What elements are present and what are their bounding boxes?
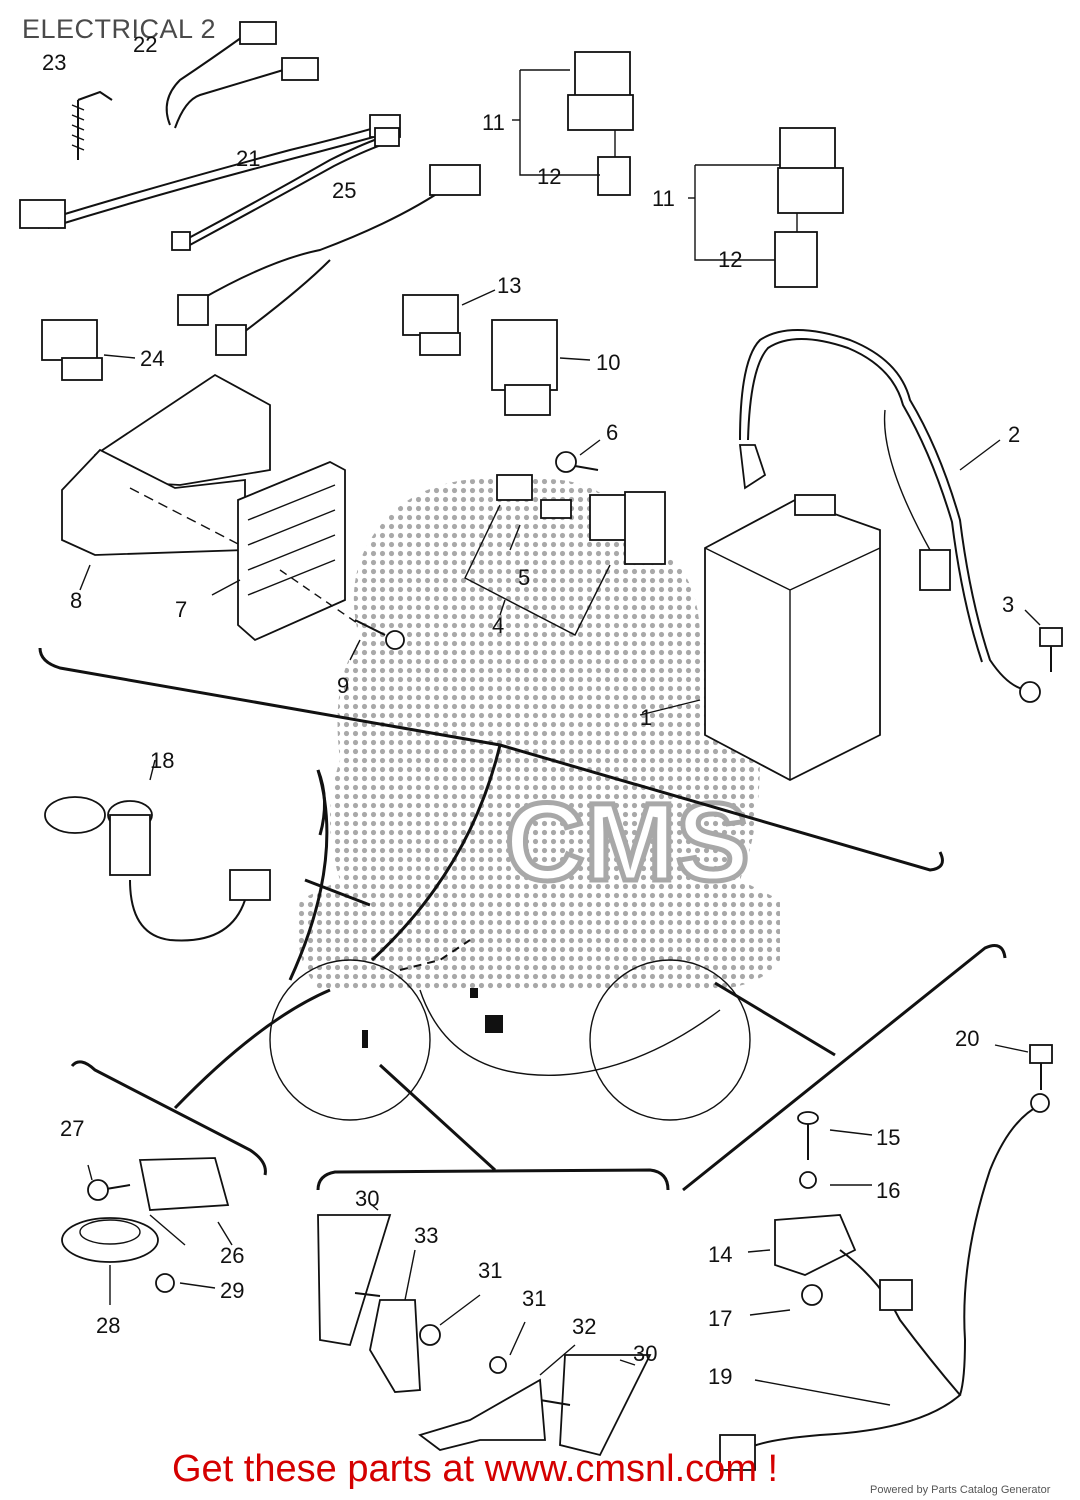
motorcycle-outline — [269, 939, 751, 1121]
callout-3: 3 — [1002, 592, 1014, 617]
relay-13 — [402, 289, 496, 356]
callout-19: 19 — [708, 1364, 732, 1389]
callout-7: 7 — [175, 597, 187, 622]
callout-24: 24 — [140, 346, 164, 371]
callout-15: 15 — [876, 1125, 900, 1150]
bolt-3 — [1024, 609, 1063, 672]
callout-29: 29 — [220, 1278, 244, 1303]
horn-28 — [61, 1157, 233, 1305]
sensor-lead-19 — [719, 1093, 1050, 1471]
divider-sensor — [714, 981, 836, 1057]
get-parts-link[interactable]: Get these parts at www.cmsnl.com ! — [172, 1448, 779, 1490]
callout-22: 22 — [133, 32, 157, 57]
divider-curve-18 — [288, 769, 329, 981]
callout-23: 23 — [42, 50, 66, 75]
callout-31-upper: 31 — [478, 1258, 502, 1283]
callout-9: 9 — [337, 673, 349, 698]
callout-14: 14 — [708, 1242, 732, 1267]
callout-labels: 1 2 3 4 5 6 7 8 9 10 11 11 12 12 13 14 1… — [42, 32, 1020, 1389]
divider-stem — [370, 744, 502, 962]
battery-cable-2 — [738, 329, 1041, 703]
divider-link — [304, 878, 371, 907]
relay-11-upper — [512, 51, 634, 196]
callout-17: 17 — [708, 1306, 732, 1331]
divider-horn-box — [70, 1060, 267, 1176]
powered-by-text: Powered by Parts Catalog Generator — [870, 1484, 1051, 1496]
callout-27: 27 — [60, 1116, 84, 1141]
divider-sensor-box — [682, 944, 1007, 1192]
callout-30-left: 30 — [355, 1186, 379, 1211]
divider-reflector — [378, 1063, 497, 1172]
bolt-9 — [349, 619, 405, 661]
sensor-14 — [747, 1111, 873, 1316]
coupler-4 — [499, 491, 666, 616]
callout-4: 4 — [492, 613, 504, 638]
rectifier-7 — [211, 461, 361, 642]
callout-1: 1 — [640, 705, 652, 730]
callout-16: 16 — [876, 1178, 900, 1203]
callout-2: 2 — [1008, 422, 1020, 447]
callout-26: 26 — [220, 1243, 244, 1268]
callout-8: 8 — [70, 588, 82, 613]
callout-6: 6 — [606, 420, 618, 445]
callout-11-upper: 11 — [482, 110, 505, 135]
page-title: ELECTRICAL 2 — [22, 14, 217, 44]
bolt-6 — [555, 439, 601, 473]
watermark-logo: CMS — [297, 478, 780, 990]
callout-10: 10 — [596, 350, 620, 375]
callout-31-lower: 31 — [522, 1286, 546, 1311]
callout-30-right: 30 — [633, 1341, 657, 1366]
battery-1 — [639, 494, 881, 782]
callout-5: 5 — [518, 565, 530, 590]
wire-harness-21 — [171, 127, 400, 251]
connector-5 — [464, 474, 611, 636]
reflector-30-right — [418, 1321, 652, 1457]
callout-12-upper: 12 — [537, 164, 561, 189]
bolt-20 — [994, 1044, 1053, 1090]
watermark-text: CMS — [505, 781, 749, 904]
callout-21: 21 — [236, 146, 260, 171]
relay-11-lower — [688, 127, 844, 288]
part-23-tie — [71, 90, 113, 160]
callout-18: 18 — [150, 748, 174, 773]
wire-harness-22 — [19, 21, 401, 229]
callout-11-lower: 11 — [652, 186, 675, 211]
cover-8 — [61, 373, 271, 591]
divider-reflector-box — [316, 1168, 670, 1191]
callout-32: 32 — [572, 1314, 596, 1339]
dc-socket-18 — [44, 759, 271, 942]
section-dividers — [38, 647, 1007, 1192]
relay-24 — [41, 319, 136, 381]
callout-33: 33 — [414, 1223, 438, 1248]
callout-12-lower: 12 — [718, 247, 742, 272]
callout-28: 28 — [96, 1313, 120, 1338]
wire-harness-25 — [177, 164, 481, 356]
divider-horn — [173, 988, 331, 1110]
reflector-30-left — [317, 1204, 481, 1393]
callout-25: 25 — [332, 178, 356, 203]
callout-20: 20 — [955, 1026, 979, 1051]
relay-10 — [491, 319, 591, 416]
callout-13: 13 — [497, 273, 521, 298]
